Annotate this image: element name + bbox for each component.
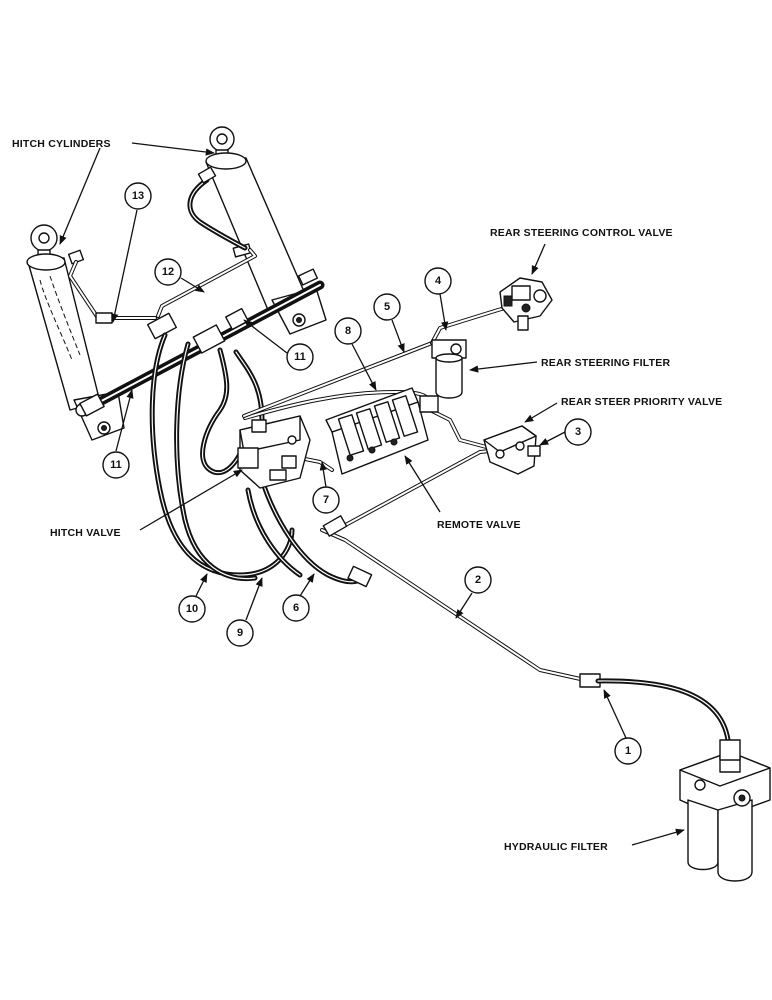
svg-text:9: 9 — [237, 627, 243, 639]
label-rear-steering-filter: REAR STEERING FILTER — [541, 357, 670, 369]
label-rear-steer-priority-valve: REAR STEER PRIORITY VALVE — [561, 396, 722, 408]
hitch-cylinder-right — [205, 126, 327, 335]
callout-11-left: 11 — [102, 451, 130, 479]
svg-text:5: 5 — [384, 301, 390, 313]
svg-text:4: 4 — [435, 275, 442, 287]
label-remote-valve: REMOTE VALVE — [437, 519, 521, 531]
hose-6 — [245, 477, 373, 588]
callout-12: 12 — [154, 258, 182, 286]
hose-11-crossbar — [79, 280, 325, 417]
callout-1: 1 — [614, 737, 642, 765]
line-5 — [242, 341, 434, 418]
label-hydraulic-filter: HYDRAULIC FILTER — [504, 841, 608, 853]
remote-valve — [325, 387, 439, 475]
hitch-cylinder-left — [26, 224, 125, 441]
rear-steering-filter — [431, 339, 467, 399]
hitch-valve — [237, 415, 311, 489]
svg-text:13: 13 — [132, 190, 144, 202]
leaders — [59, 142, 685, 846]
hydraulic-filter — [679, 739, 771, 882]
svg-text:12: 12 — [162, 266, 174, 278]
label-hitch-cylinders: HITCH CYLINDERS — [12, 138, 111, 150]
callout-5: 5 — [373, 293, 401, 321]
tube-12 — [156, 248, 257, 318]
svg-text:3: 3 — [575, 426, 581, 438]
callout-11-right: 11 — [286, 343, 314, 371]
callout-13: 13 — [124, 182, 152, 210]
label-rear-steering-control-valve: REAR STEERING CONTROL VALVE — [490, 227, 673, 239]
callout-9: 9 — [226, 619, 254, 647]
svg-text:6: 6 — [293, 602, 299, 614]
svg-text:7: 7 — [323, 494, 329, 506]
svg-text:10: 10 — [186, 603, 198, 615]
line-2 — [320, 448, 601, 688]
tube-13 — [68, 260, 157, 324]
hose-right-cylinder-top — [187, 166, 248, 251]
callout-10: 10 — [178, 595, 206, 623]
svg-text:11: 11 — [294, 351, 306, 363]
rear-steer-priority-valve — [483, 425, 541, 475]
callout-3: 3 — [564, 418, 592, 446]
label-hitch-valve: HITCH VALVE — [50, 527, 121, 539]
rear-steering-control-valve — [499, 277, 553, 331]
svg-text:1: 1 — [625, 745, 631, 757]
callout-2: 2 — [464, 566, 492, 594]
svg-text:8: 8 — [345, 325, 351, 337]
line-8 — [243, 390, 432, 420]
svg-text:2: 2 — [475, 574, 481, 586]
callout-7: 7 — [312, 486, 340, 514]
hose-1 — [595, 678, 733, 763]
callout-4: 4 — [424, 267, 452, 295]
callout-6: 6 — [282, 594, 310, 622]
callout-8: 8 — [334, 317, 362, 345]
hoses-9-10 — [149, 332, 295, 582]
line-4 — [430, 304, 514, 345]
svg-text:11: 11 — [110, 459, 122, 471]
